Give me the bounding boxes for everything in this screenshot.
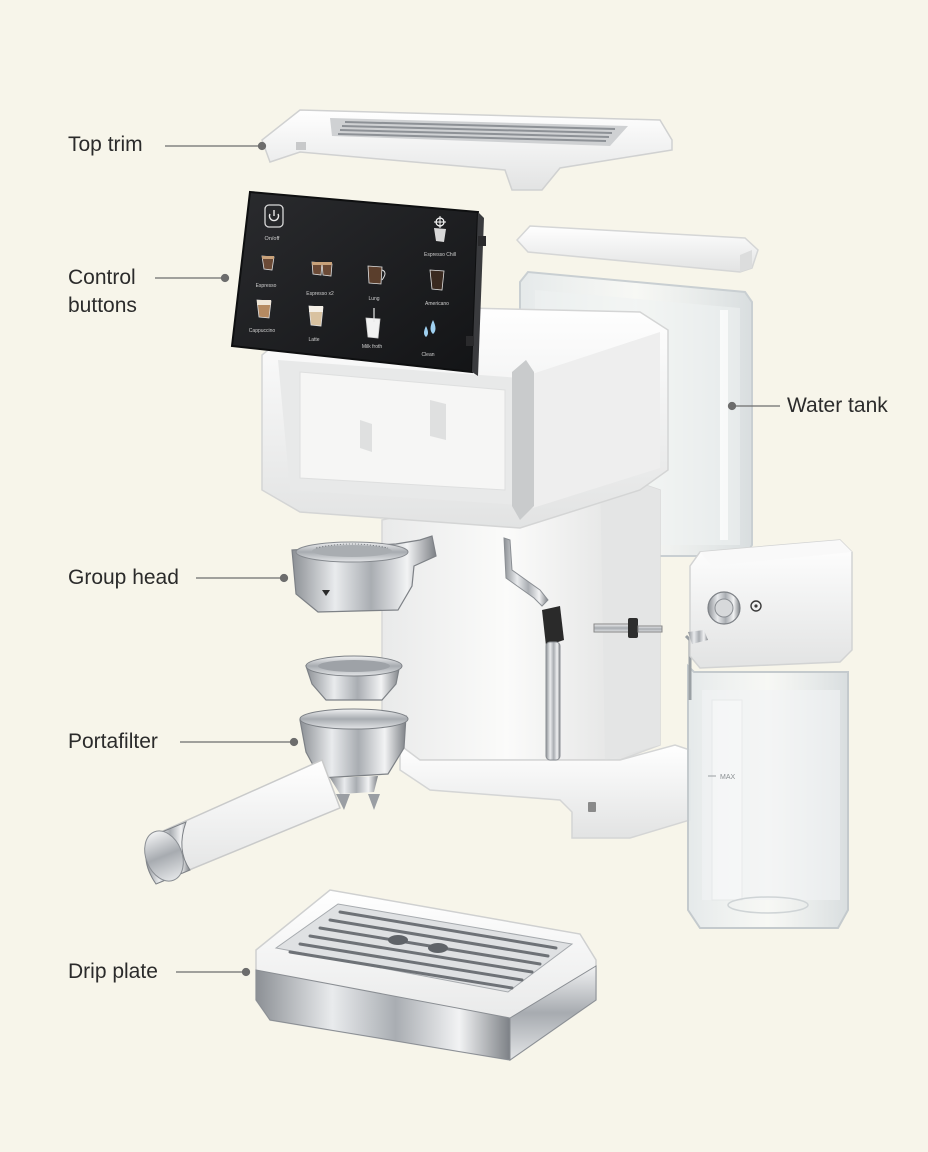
- label-group-head: Group head: [68, 564, 179, 592]
- panel-button-label: Milk froth: [362, 344, 383, 350]
- label-top-trim: Top trim: [68, 131, 143, 159]
- panel-button-label: On/off: [265, 236, 280, 242]
- panel-button-cappuccino[interactable]: Cappuccino: [249, 299, 276, 334]
- label-text: Top trim: [68, 133, 143, 156]
- portafilter: [144, 708, 409, 885]
- power-icon: [268, 210, 280, 222]
- americano-cup-icon: [429, 269, 445, 291]
- leader-lines: [155, 141, 780, 977]
- group-head: [291, 535, 437, 613]
- cappuccino-cup-icon: [256, 299, 272, 319]
- label-text-line1: Control: [68, 266, 136, 289]
- filter-basket: [305, 655, 403, 701]
- panel-button-lung[interactable]: Lung: [367, 265, 386, 302]
- lungo-mug-icon: [367, 265, 386, 285]
- panel-button-latte[interactable]: Latte: [308, 305, 324, 343]
- water-tank-lid: [515, 225, 759, 273]
- steam-wand: [503, 537, 564, 761]
- panel-button-on-off[interactable]: On/off: [264, 204, 284, 242]
- panel-button-label: Clean: [421, 352, 434, 358]
- panel-button-espresso-x2[interactable]: Espresso x2: [306, 261, 334, 297]
- panel-button-espresso-chill[interactable]: Espresso Chill: [424, 216, 456, 258]
- top-trim-grille: [337, 121, 616, 142]
- label-water-tank: Water tank: [787, 392, 888, 420]
- milk-connector: [593, 618, 663, 638]
- label-text-line2: buttons: [68, 294, 137, 317]
- control-panel: [230, 190, 486, 376]
- label-text: Water tank: [787, 394, 888, 417]
- frother-dial[interactable]: [707, 591, 741, 625]
- label-portafilter: Portafilter: [68, 728, 158, 756]
- milk-froth-icon: [365, 308, 381, 339]
- snowflake-cup-icon: [434, 216, 446, 242]
- water-drops-icon: [424, 320, 436, 337]
- panel-button-label: Espresso x2: [306, 291, 334, 297]
- label-control-buttons: Control buttons: [68, 264, 137, 320]
- milk-jug-max-mark: MAX: [720, 774, 736, 781]
- panel-button-label: Cappuccino: [249, 328, 276, 334]
- top-trim: [261, 109, 673, 191]
- panel-button-label: Latte: [308, 337, 319, 343]
- panel-button-label: Espresso Chill: [424, 252, 456, 258]
- panel-button-espresso[interactable]: Espresso: [256, 255, 277, 289]
- milk-frother-head: [688, 539, 853, 669]
- label-drip-plate: Drip plate: [68, 958, 158, 986]
- milk-jug: MAX: [684, 634, 849, 929]
- panel-button-clean[interactable]: Clean: [421, 320, 436, 358]
- panel-button-label: Lung: [368, 296, 379, 302]
- label-text: Group head: [68, 566, 179, 589]
- panel-button-milk-froth[interactable]: Milk froth: [362, 308, 383, 350]
- double-espresso-icon: [311, 261, 333, 277]
- drip-plate: [255, 889, 597, 1061]
- label-text: Drip plate: [68, 960, 158, 983]
- panel-button-americano[interactable]: Americano: [425, 269, 449, 307]
- latte-glass-icon: [308, 305, 324, 327]
- frother-indicator-icon: [750, 600, 762, 612]
- label-text: Portafilter: [68, 730, 158, 753]
- panel-button-label: Espresso: [256, 283, 277, 289]
- espresso-cup-icon: [261, 255, 275, 271]
- panel-button-label: Americano: [425, 301, 449, 307]
